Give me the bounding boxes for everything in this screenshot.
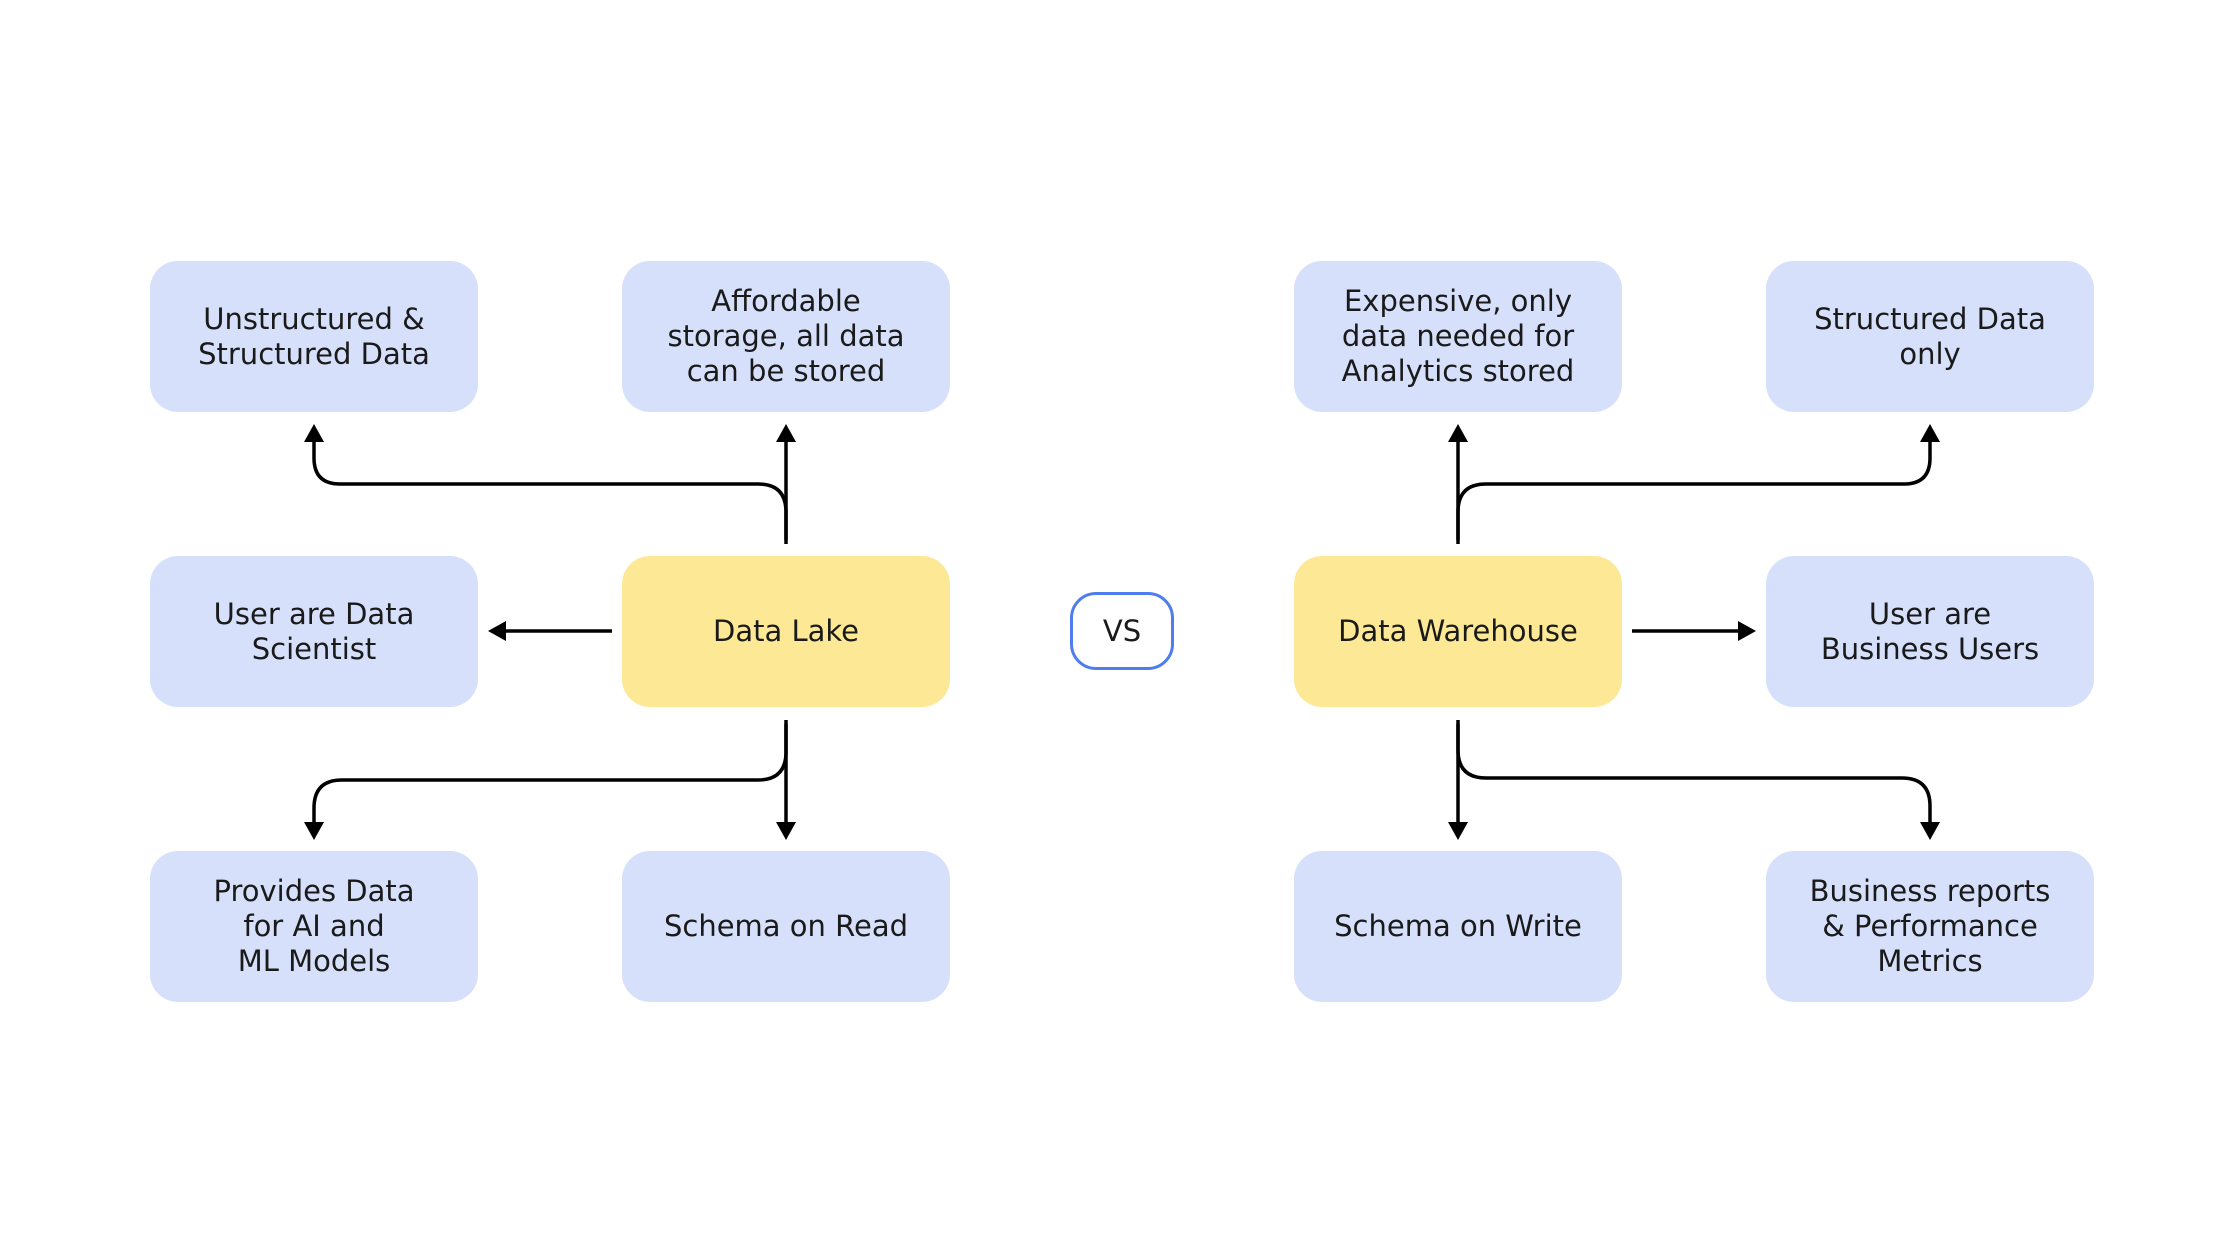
lake-unstructured-structured-data-box: Unstructured & Structured Data <box>150 261 478 412</box>
lake-ai-ml-models-box: Provides Data for AI and ML Models <box>150 851 478 1002</box>
warehouse-to-structured-connector <box>1456 440 1932 540</box>
arrowhead-down-aiml <box>304 822 324 840</box>
warehouse-to-reports-connector <box>1456 724 1932 826</box>
data-lake-box: Data Lake <box>622 556 950 707</box>
arrowhead-left-users <box>488 621 506 641</box>
arrowhead-down-schema-write <box>1448 822 1468 840</box>
vs-badge: VS <box>1070 592 1174 670</box>
arrowhead-down-reports <box>1920 822 1940 840</box>
arrowhead-up-expensive <box>1448 424 1468 442</box>
warehouse-schema-on-write-box: Schema on Write <box>1294 851 1622 1002</box>
lake-affordable-storage-box: Affordable storage, all data can be stor… <box>622 261 950 412</box>
arrowhead-up-structured <box>1920 424 1940 442</box>
warehouse-structured-data-only-box: Structured Data only <box>1766 261 2094 412</box>
warehouse-business-reports-box: Business reports & Performance Metrics <box>1766 851 2094 1002</box>
warehouse-users-business-box: User are Business Users <box>1766 556 2094 707</box>
arrowhead-up-affordable <box>776 424 796 442</box>
lake-users-data-scientist-box: User are Data Scientist <box>150 556 478 707</box>
arrowhead-down-schema-read <box>776 822 796 840</box>
lake-to-aiml-connector <box>312 724 788 826</box>
data-warehouse-box: Data Warehouse <box>1294 556 1622 707</box>
lake-schema-on-read-box: Schema on Read <box>622 851 950 1002</box>
warehouse-expensive-storage-box: Expensive, only data needed for Analytic… <box>1294 261 1622 412</box>
arrowhead-up-unstructured <box>304 424 324 442</box>
arrowhead-right-users <box>1738 621 1756 641</box>
lake-to-unstructured-connector <box>312 440 788 540</box>
